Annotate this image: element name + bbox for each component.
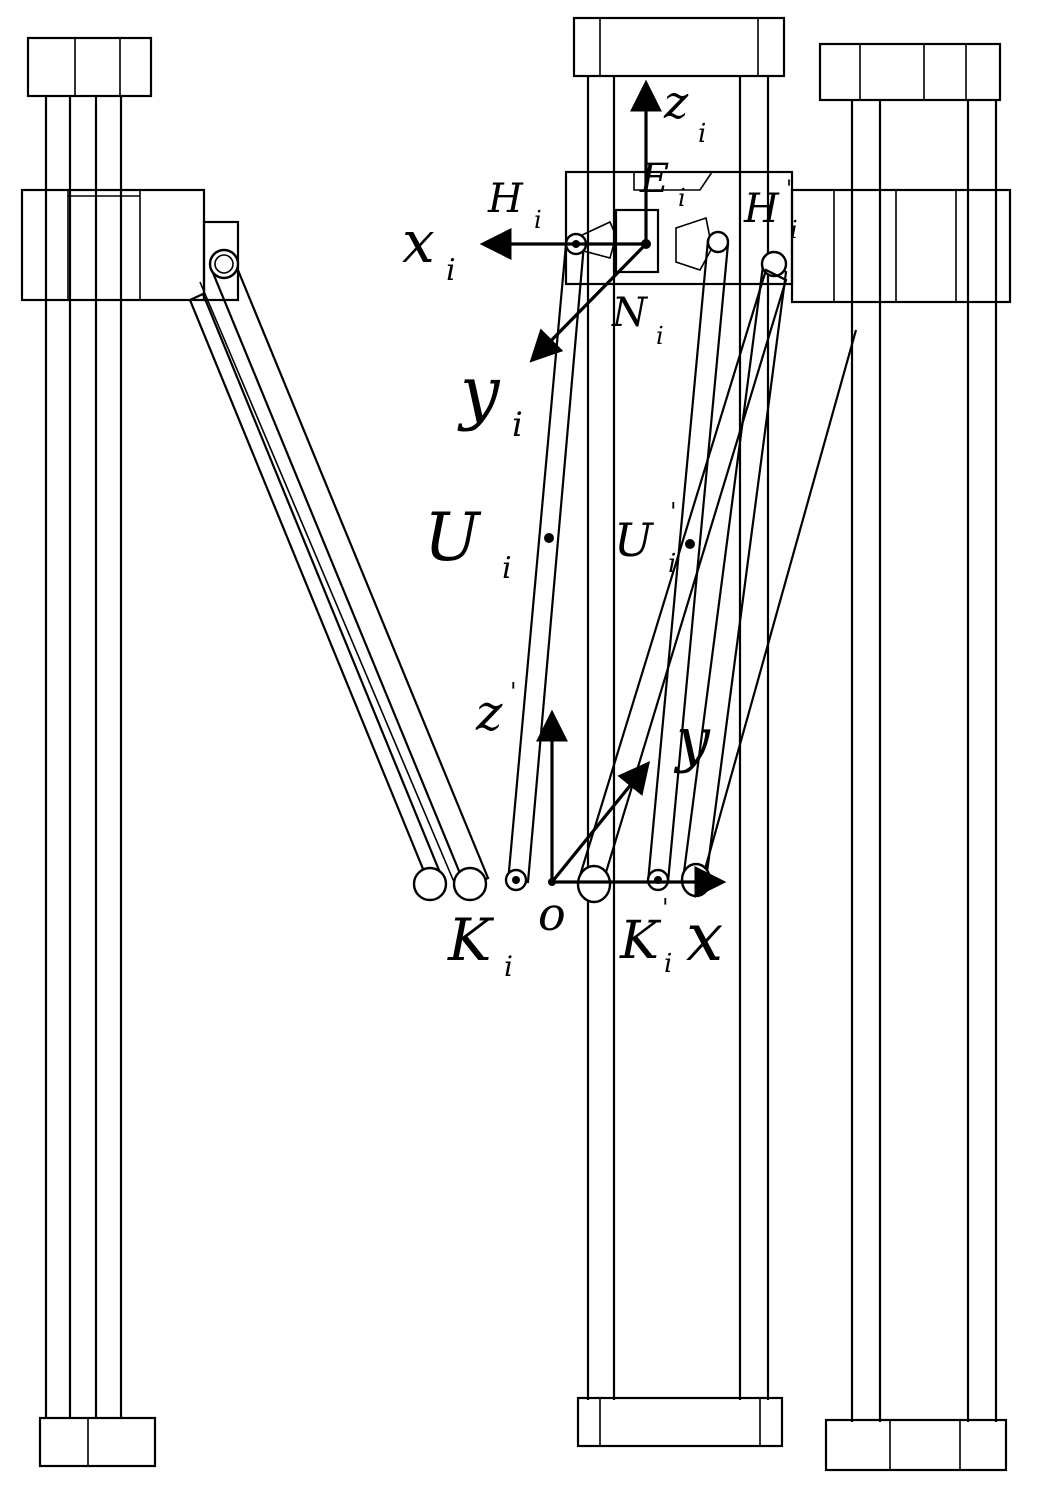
label-zi: z i <box>663 75 706 149</box>
svg-text:E: E <box>639 156 669 202</box>
label-ei: E i <box>639 156 686 212</box>
svg-text:N: N <box>611 290 649 336</box>
svg-text:K: K <box>447 906 495 974</box>
svg-text:x: x <box>686 899 723 976</box>
center-rails <box>586 76 770 1400</box>
left-bottom-foot <box>38 1416 157 1468</box>
svg-text:': ' <box>510 678 517 706</box>
svg-text:K: K <box>619 911 662 971</box>
svg-text:i: i <box>504 950 513 983</box>
arm-cross <box>576 268 788 894</box>
ki-point <box>512 876 520 884</box>
right-slider-carriage <box>790 188 1012 304</box>
svg-text:z: z <box>663 75 689 129</box>
svg-text:U: U <box>424 499 482 576</box>
center-column <box>564 16 794 1448</box>
svg-text:y: y <box>673 705 711 775</box>
origin-point <box>548 878 556 886</box>
svg-text:i: i <box>534 206 542 234</box>
right-outer-arm <box>682 256 858 882</box>
label-y: y <box>673 705 711 775</box>
label-hpi: H i ' <box>743 177 798 244</box>
local-frame <box>479 79 662 363</box>
center-top-cap <box>572 16 786 78</box>
center-bottom-foot <box>576 1396 784 1448</box>
svg-text:z: z <box>475 684 503 742</box>
right-column <box>682 42 1012 1472</box>
label-upi: U i ' <box>614 498 677 579</box>
hi-point <box>572 240 580 248</box>
left-lower-joint-b <box>452 866 488 902</box>
svg-text:H: H <box>743 186 780 232</box>
arm-ui <box>504 232 588 892</box>
label-o: o <box>538 887 566 941</box>
yi-axis-arrow <box>529 242 648 363</box>
left-column <box>20 36 490 1468</box>
svg-text:': ' <box>662 894 669 922</box>
label-ui: U i <box>424 499 512 586</box>
label-xi: x i <box>402 208 456 288</box>
svg-text:i: i <box>698 119 706 149</box>
label-x: x <box>686 899 723 976</box>
right-bottom-foot <box>824 1418 1008 1472</box>
svg-text:i: i <box>502 551 512 586</box>
svg-text:o: o <box>538 887 566 941</box>
right-rails <box>850 100 998 1422</box>
svg-text:x: x <box>402 208 435 276</box>
label-hi: H i <box>487 176 542 234</box>
svg-text:H: H <box>487 176 524 222</box>
label-ni: N i <box>611 290 664 350</box>
ui-point <box>544 533 554 543</box>
label-kpi: K i ' <box>619 894 672 979</box>
y-axis-arrow <box>550 761 651 884</box>
svg-text:i: i <box>446 253 456 288</box>
label-yi: y i <box>457 351 523 445</box>
svg-text:': ' <box>670 498 677 526</box>
base-frame <box>536 709 727 898</box>
left-slider-carriage <box>20 188 240 302</box>
svg-text:': ' <box>786 177 792 202</box>
svg-text:i: i <box>512 405 523 445</box>
label-z: z ' <box>475 678 517 742</box>
svg-text:i: i <box>664 949 672 979</box>
svg-text:i: i <box>668 549 676 579</box>
left-lower-joint-a <box>412 866 448 902</box>
svg-text:i: i <box>678 184 686 212</box>
left-top-cap <box>26 36 153 98</box>
kpi-point <box>654 876 662 884</box>
left-upper-joint <box>208 248 240 280</box>
svg-text:U: U <box>614 513 655 567</box>
svg-text:y: y <box>457 351 501 433</box>
label-ki: K i <box>447 906 513 983</box>
ni-point <box>641 239 651 249</box>
right-top-cap <box>818 42 1002 102</box>
upi-point <box>685 539 695 549</box>
svg-text:i: i <box>790 216 798 244</box>
svg-text:i: i <box>656 322 664 350</box>
left-rails <box>44 96 123 1418</box>
